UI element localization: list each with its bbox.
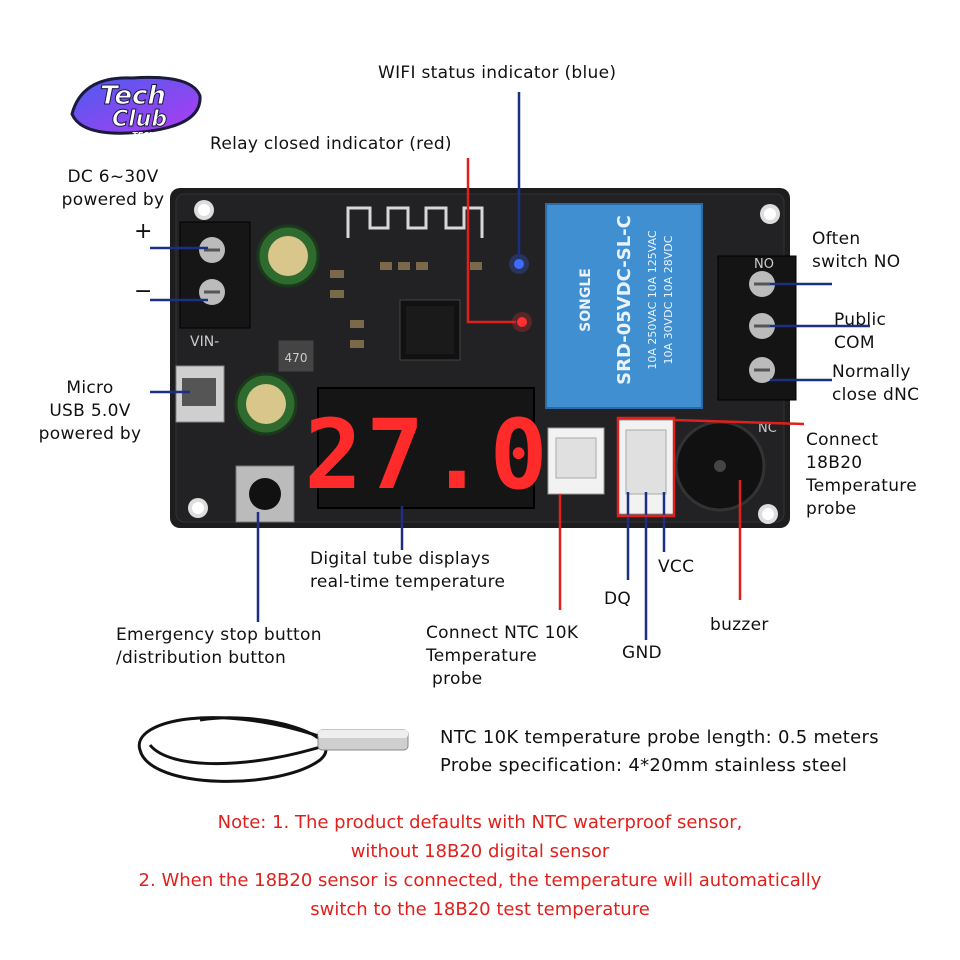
micro-usb-label: Micro USB 5.0V powered by <box>38 378 142 444</box>
public-com-label: Public COM <box>834 310 887 353</box>
normally-close-label: Normally close dNC <box>832 362 920 405</box>
dc-power-label: DC 6~30V powered by <box>61 167 165 210</box>
svg-text:Tech: Tech <box>100 81 166 111</box>
inductor <box>277 339 315 373</box>
connect-18b20-label: Connect 18B20 Temperature probe <box>806 430 917 519</box>
relay-indicator-label: Relay closed indicator (red) <box>210 134 452 154</box>
svg-text:NC: NC <box>758 421 777 436</box>
seven-segment-display <box>317 387 535 509</box>
ntc-probe-image <box>137 716 331 783</box>
vcc-label: VCC <box>658 557 695 577</box>
svg-text:NO: NO <box>754 257 774 272</box>
svg-text:VIN-: VIN- <box>190 334 219 350</box>
relay <box>545 203 703 409</box>
note-text: Note: 1. The product defaults with NTC w… <box>138 812 822 920</box>
relay-led <box>517 317 527 327</box>
svg-text:470: 470 <box>285 351 308 365</box>
plus-label: + <box>134 219 153 244</box>
minus-label: − <box>134 279 153 304</box>
svg-text:SONGLE: SONGLE <box>578 268 594 332</box>
connect-ntc-label: Connect NTC 10K Temperature probe <box>426 623 579 689</box>
svg-text:27.0: 27.0 <box>304 399 551 511</box>
emergency-button-label: Emergency stop button /distribution butt… <box>116 625 322 668</box>
svg-text:TECH CLUB: TECH CLUB <box>132 131 181 140</box>
wifi-led <box>514 259 524 269</box>
often-switch-label: Often switch NO <box>812 229 901 272</box>
wifi-indicator-label: WIFI status indicator (blue) <box>378 63 617 83</box>
digital-tube-label: Digital tube displays real-time temperat… <box>310 549 506 592</box>
tech-club-logo: Tech Club TECH CLUB <box>62 66 212 146</box>
gnd-label: GND <box>622 643 662 663</box>
probe-length-text: NTC 10K temperature probe length: 0.5 me… <box>440 727 879 776</box>
svg-text:10A 250VAC 10A 125VAC: 10A 250VAC 10A 125VAC <box>646 230 659 370</box>
svg-text:Club: Club <box>112 107 167 132</box>
svg-text:SRD-05VDC-SL-C: SRD-05VDC-SL-C <box>614 215 635 385</box>
buzzer-label: buzzer <box>710 615 769 635</box>
svg-text:10A 30VDC 10A 28VDC: 10A 30VDC 10A 28VDC <box>662 235 675 364</box>
dq-label: DQ <box>604 589 632 609</box>
